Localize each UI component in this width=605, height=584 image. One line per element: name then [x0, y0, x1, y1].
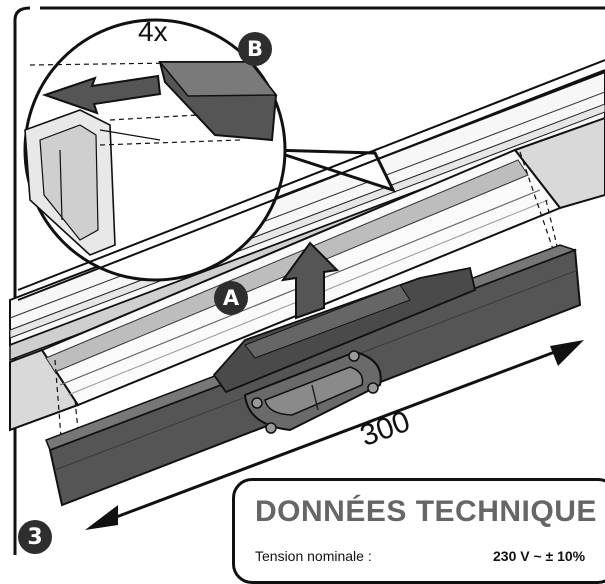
- detail-zoom-circle: [23, 18, 396, 282]
- step-frame: [13, 6, 605, 555]
- motor-handle: [243, 350, 382, 434]
- spec-label: Tension nominale :: [255, 548, 372, 564]
- dimension-arrow: [85, 340, 584, 530]
- installation-diagram: [9, 6, 605, 555]
- spec-value: 230 V ~ ± 10%: [493, 548, 586, 564]
- technical-data-title: DONNÉES TECHNIQUE: [255, 495, 597, 528]
- callout-a-badge: A: [214, 281, 248, 315]
- quantity-label: 4x: [138, 16, 168, 47]
- callout-b-badge: B: [238, 32, 272, 66]
- technical-data-panel: DONNÉES TECHNIQUE Tension nominale : 230…: [232, 478, 605, 584]
- callout-b-label: B: [246, 37, 263, 61]
- step-number: 3: [27, 524, 43, 550]
- rail-top-lines: [17, 59, 605, 301]
- step-number-badge: 3: [18, 520, 52, 554]
- spec-row: Tension nominale : 230 V ~ ± 10%: [255, 548, 605, 564]
- lift-arrow: [280, 241, 340, 320]
- callout-a-label: A: [222, 286, 240, 310]
